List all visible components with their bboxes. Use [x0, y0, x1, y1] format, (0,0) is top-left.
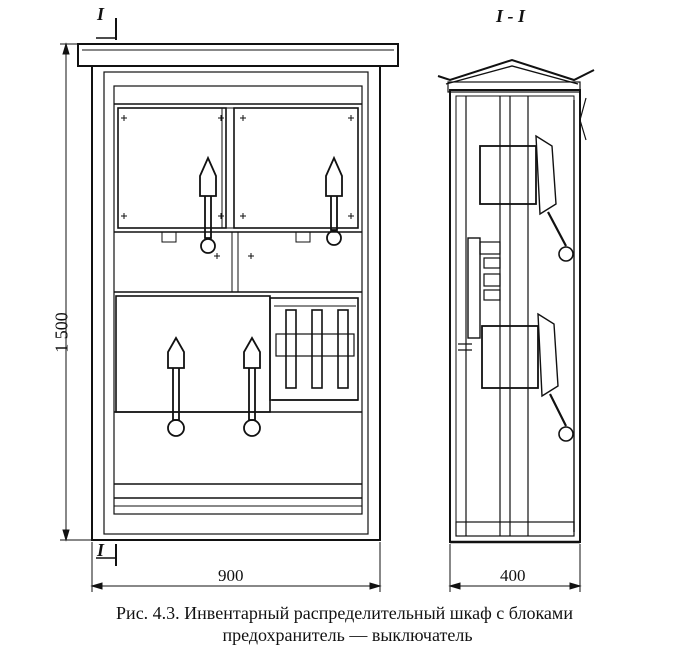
- caption-line-2: предохранитель — выключатель: [222, 625, 473, 645]
- front-roof: [77, 43, 399, 67]
- section-mark-bottom: I: [97, 540, 105, 560]
- side-width-dimension: 400: [500, 566, 526, 585]
- side-section-view: [437, 58, 595, 544]
- caption-line-1: Рис. 4.3. Инвентарный распределительный …: [116, 603, 573, 623]
- handle-icon: [325, 155, 343, 231]
- side-roof: [437, 58, 595, 82]
- lower-breaker: [481, 325, 539, 389]
- handle-icon: [199, 155, 217, 239]
- front-width-dimension: 900: [218, 566, 244, 585]
- front-dimension-lines: [60, 18, 382, 592]
- side-cabinet-body: [449, 89, 581, 543]
- upper-breaker: [479, 145, 537, 205]
- section-mark-top: I: [97, 4, 105, 24]
- switch-handles: [167, 155, 343, 437]
- figure-caption: Рис. 4.3. Инвентарный распределительный …: [0, 602, 689, 646]
- upper-left-panel: [117, 107, 227, 229]
- front-view: [77, 43, 399, 541]
- upper-right-panel: [233, 107, 359, 229]
- handle-icon: [167, 336, 185, 421]
- height-dimension: 1 500: [51, 312, 72, 353]
- handle-icon: [243, 336, 261, 421]
- side-dimension-lines: [448, 544, 582, 592]
- front-cabinet-body: [91, 65, 381, 541]
- fuse-block: [269, 297, 359, 401]
- section-title: I - I: [496, 6, 526, 26]
- lower-left-panel: [115, 295, 271, 413]
- cabinet-drawing: [60, 18, 595, 592]
- bolt-marks: [121, 115, 354, 259]
